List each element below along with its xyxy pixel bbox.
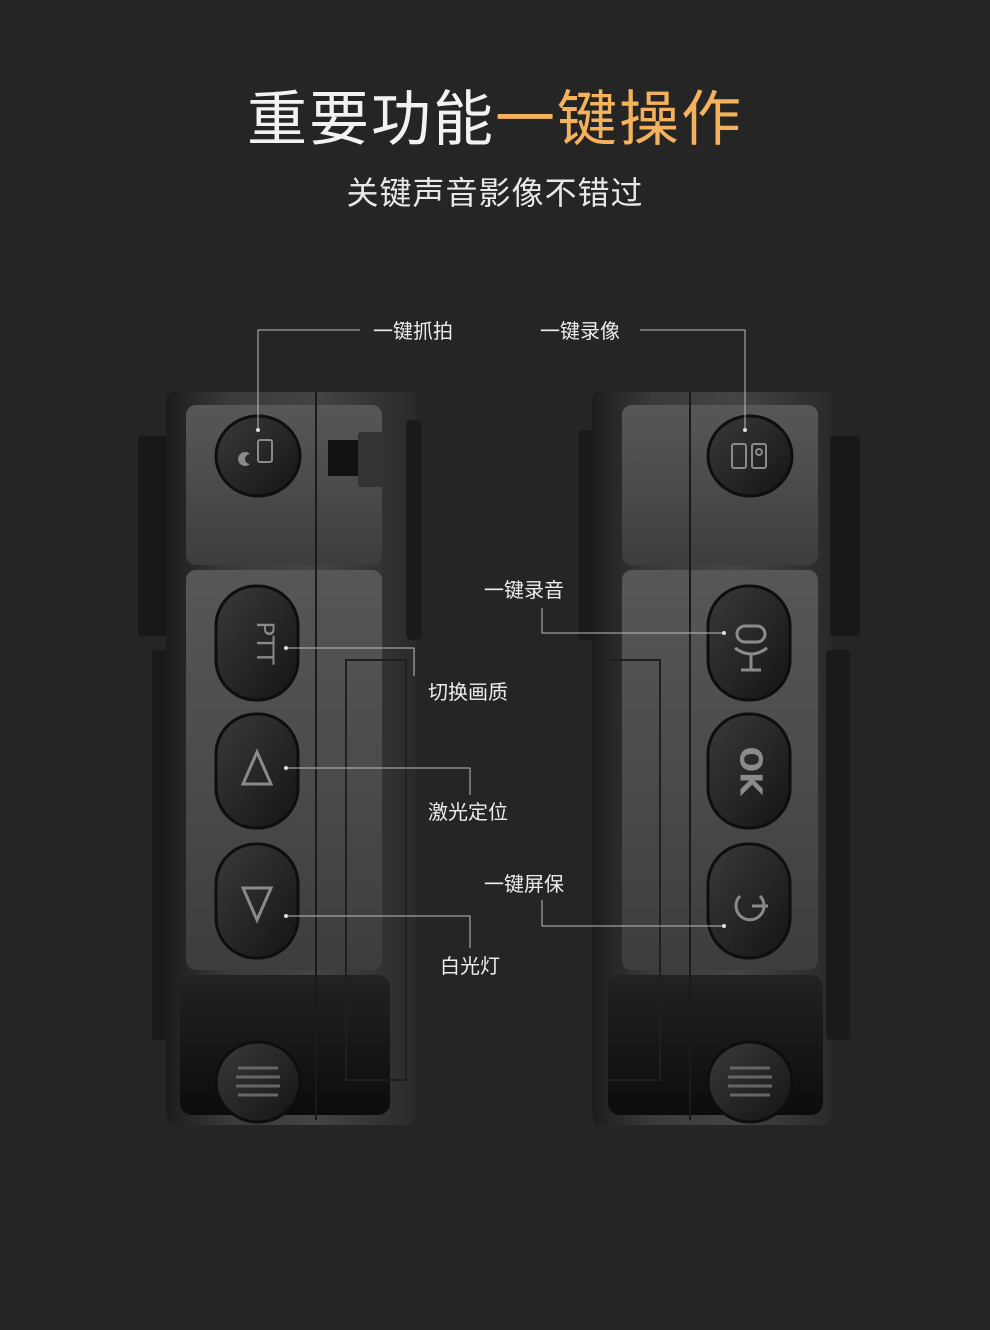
callout-laser: 激光定位 bbox=[428, 800, 508, 824]
callout-audio: 一键录音 bbox=[484, 578, 564, 602]
callout-snapshot: 一键抓拍 bbox=[373, 319, 453, 343]
microphone-icon bbox=[734, 624, 768, 672]
page-title: 重要功能一键操作 bbox=[0, 82, 990, 158]
callout-video: 一键录像 bbox=[540, 319, 620, 343]
ribbed-grip-icon bbox=[236, 1066, 280, 1097]
callout-whitelight: 白光灯 bbox=[440, 954, 500, 978]
title-part1: 重要功能 bbox=[247, 85, 495, 155]
power-icon bbox=[734, 894, 768, 922]
ribbed-grip-icon bbox=[728, 1066, 772, 1097]
camera-moon-icon bbox=[238, 439, 273, 466]
callout-screensaver: 一键屏保 bbox=[484, 872, 564, 896]
title-part2-highlight: 一键操作 bbox=[495, 85, 743, 155]
ptt-button-label: PTT bbox=[251, 621, 279, 665]
leader-lines bbox=[256, 329, 747, 948]
callout-quality: 切换画质 bbox=[428, 680, 508, 704]
page-subtitle: 关键声音影像不错过 bbox=[346, 174, 644, 212]
ok-button-label: OK bbox=[733, 747, 768, 798]
video-record-icon bbox=[731, 443, 767, 469]
triangle-up-icon bbox=[240, 748, 274, 786]
triangle-down-icon bbox=[240, 886, 274, 924]
left-device: PTT bbox=[138, 392, 422, 1125]
right-device: OK bbox=[578, 392, 860, 1125]
